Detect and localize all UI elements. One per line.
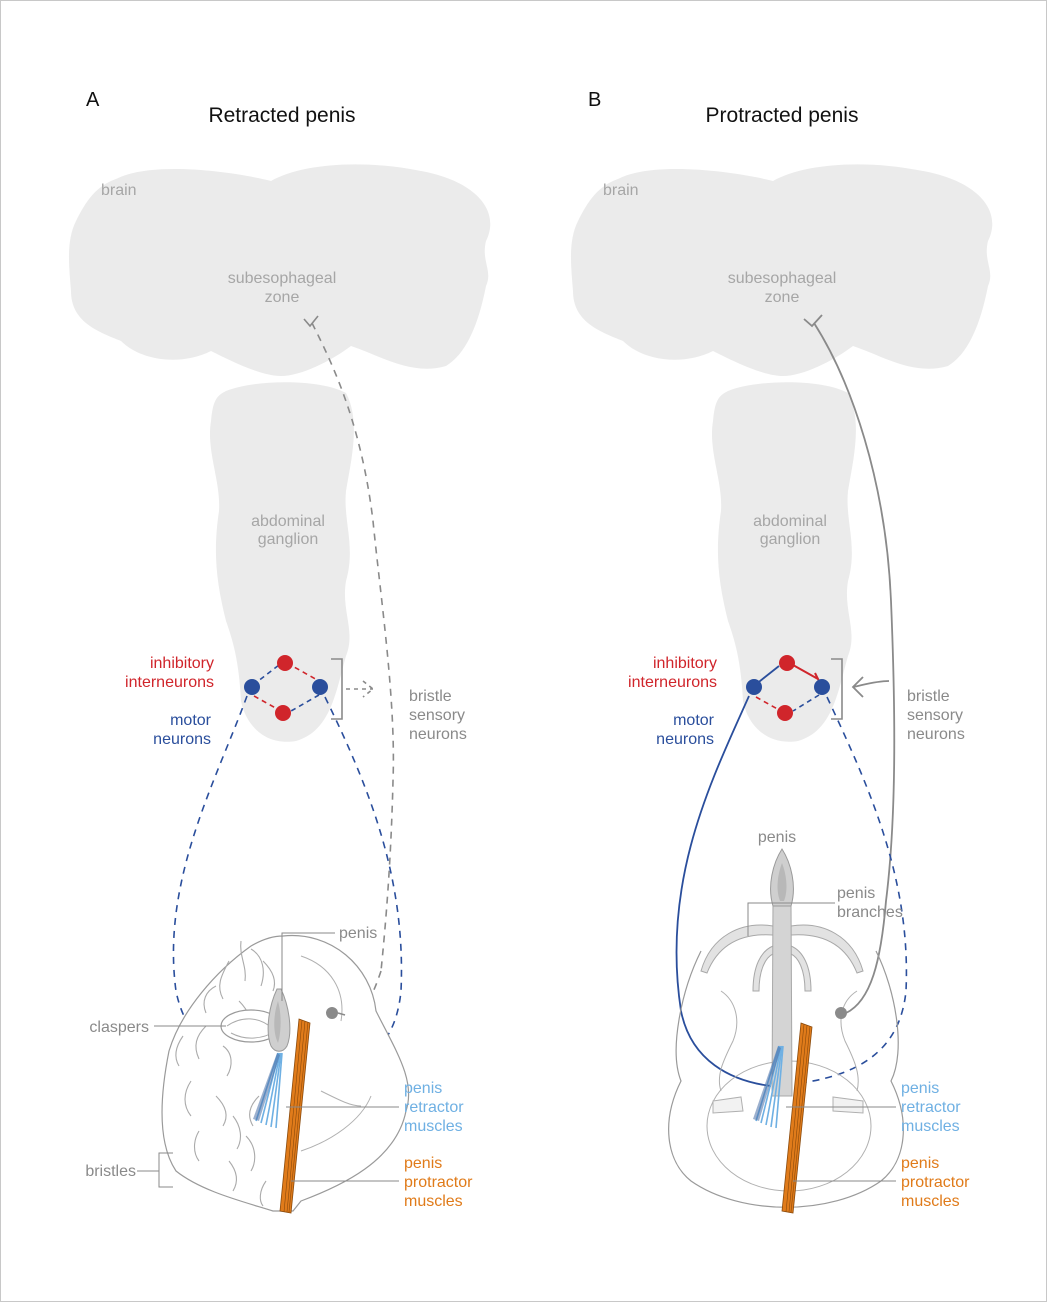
panel-a-motor-neuron-left [244, 679, 260, 695]
panel-b-ret-label-1: penis [901, 1080, 939, 1097]
panel-a-title: Retracted penis [208, 104, 355, 127]
panel-a-penis-label: penis [339, 925, 377, 942]
panel-b-mot-label-2: neurons [656, 731, 714, 748]
panel-b-brain-label: brain [603, 182, 639, 199]
panel-a-ag-label-2: ganglion [258, 531, 319, 548]
panel-a-inhibitory-neuron-top [277, 655, 293, 671]
panel-a-bristles-label: bristles [85, 1163, 136, 1180]
panel-b-pro-label-2: protractor [901, 1174, 970, 1191]
panel-b-abdominal-ganglion-shape [712, 382, 856, 742]
panel-b-sensory-cell-body [835, 1007, 847, 1019]
panel-b-inh-label-1: inhibitory [653, 655, 717, 672]
panel-a-seg-label-2: zone [265, 289, 300, 306]
panel-a-bristles-leader [137, 1153, 173, 1187]
panel-b-branches-label-1: penis [837, 885, 875, 902]
panel-a-ret-label-3: muscles [404, 1118, 463, 1135]
panel-a-bsn-label-2: sensory [409, 707, 465, 724]
panel-b-seg-label-2: zone [765, 289, 800, 306]
panel-b-motor-neuron-right [814, 679, 830, 695]
panel-a-sensory-cell-body [326, 1007, 338, 1019]
panel-a-sensory-terminal-ag [346, 681, 373, 697]
panel-a-letter: A [86, 89, 100, 111]
panel-a-ag-label-1: abdominal [251, 513, 325, 530]
panel-b-mot-label-1: motor [673, 712, 715, 729]
panel-b-genitalia-side-right [833, 1097, 863, 1113]
panel-a-abdominal-ganglion-shape [210, 382, 354, 742]
panel-a-inh-label-2: interneurons [125, 674, 214, 691]
panel-b-bsn-label-1: bristle [907, 688, 950, 705]
panel-a-mot-label-2: neurons [153, 731, 211, 748]
panel-b-bsn-label-2: sensory [907, 707, 963, 724]
panel-a-inhibitory-neuron-bottom [275, 705, 291, 721]
panel-a-ret-label-2: retractor [404, 1099, 464, 1116]
panel-b-inh-label-2: interneurons [628, 674, 717, 691]
panel-b-branches-label-2: branches [837, 904, 903, 921]
panel-a-claspers-label: claspers [89, 1019, 149, 1036]
panel-b-letter: B [588, 89, 601, 111]
panel-a-mot-label-1: motor [170, 712, 212, 729]
panel-a: A Retracted penis brain subesophageal zo… [69, 89, 490, 1213]
panel-a-pro-label-2: protractor [404, 1174, 473, 1191]
panel-b-penis-branch-inner-left [753, 946, 773, 991]
panel-b-penis-branch-inner-right [791, 946, 811, 991]
panel-b-title: Protracted penis [706, 104, 859, 127]
panel-b-ret-label-3: muscles [901, 1118, 960, 1135]
panel-a-brain-label: brain [101, 182, 137, 199]
panel-b-penis-label: penis [758, 829, 796, 846]
panel-b-pro-label-1: penis [901, 1155, 939, 1172]
panel-a-bsn-label-3: neurons [409, 726, 467, 743]
panel-b-inhibitory-neuron-bottom [777, 705, 793, 721]
panel-a-seg-label-1: subesophageal [228, 270, 337, 287]
panel-a-bsn-label-1: bristle [409, 688, 452, 705]
panel-b-motor-axon-left [676, 696, 771, 1086]
panel-a-motor-neuron-right [312, 679, 328, 695]
panel-a-pro-label-1: penis [404, 1155, 442, 1172]
panel-a-ret-label-1: penis [404, 1080, 442, 1097]
panel-a-pro-label-3: muscles [404, 1193, 463, 1210]
panel-b-motor-neuron-left [746, 679, 762, 695]
panel-b: B Protracted penis brain subesophageal z… [571, 89, 992, 1213]
panel-b-inhibitory-neuron-top [779, 655, 795, 671]
panel-b-genitalia-side-left [713, 1097, 743, 1113]
panel-b-bsn-label-3: neurons [907, 726, 965, 743]
panel-b-ag-label-1: abdominal [753, 513, 827, 530]
panel-b-sensory-branch-ag [853, 677, 889, 697]
panel-a-inh-label-1: inhibitory [150, 655, 214, 672]
panel-b-ag-label-2: ganglion [760, 531, 821, 548]
panel-b-seg-label-1: subesophageal [728, 270, 837, 287]
panel-b-ret-label-2: retractor [901, 1099, 961, 1116]
panel-b-pro-label-3: muscles [901, 1193, 960, 1210]
